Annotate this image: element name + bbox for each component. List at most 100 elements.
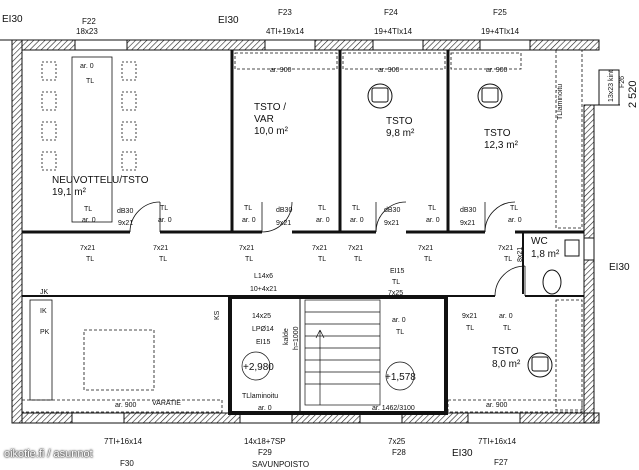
svg-text:h=1000: h=1000 (293, 326, 300, 350)
label-f29-size: 14x18+7SP (244, 437, 286, 446)
svg-text:VARATIE: VARATIE (152, 400, 181, 407)
svg-text:ar. 0: ar. 0 (426, 217, 440, 224)
wc-fixture (542, 239, 580, 295)
room-tsto-98-area: 9,8 m² (386, 128, 415, 139)
conference-table (41, 56, 137, 223)
svg-text:ar. 0: ar. 0 (316, 217, 330, 224)
room-tsto-var-area: 10,0 m² (254, 126, 289, 137)
label-f30: F30 (120, 459, 134, 468)
svg-text:ar. 0: ar. 0 (350, 217, 364, 224)
label-f27: F27 (494, 458, 508, 467)
svg-text:TL: TL (86, 78, 94, 85)
svg-text:ar. 1462/3100: ar. 1462/3100 (372, 405, 415, 412)
room-wc-name: WC (531, 236, 548, 247)
staircase (241, 299, 415, 406)
svg-text:KS: KS (214, 310, 221, 320)
svg-text:7x25: 7x25 (388, 290, 403, 297)
dashed-shelves (21, 49, 583, 413)
svg-text:7x21: 7x21 (153, 245, 168, 252)
svg-text:TL: TL (160, 205, 168, 212)
svg-text:TL: TL (424, 256, 432, 263)
svg-text:TL: TL (244, 205, 252, 212)
svg-text:dB30: dB30 (276, 207, 292, 214)
svg-text:ar. 0: ar. 0 (158, 217, 172, 224)
svg-text:ar. 900: ar. 900 (486, 402, 508, 409)
room-tsto-var-line2: VAR (254, 114, 274, 125)
svg-text:7x21: 7x21 (418, 245, 433, 252)
svg-text:ar. 900: ar. 900 (378, 67, 400, 74)
svg-text:L14x6: L14x6 (254, 273, 273, 280)
svg-text:9x21: 9x21 (118, 220, 133, 227)
room-tsto-80-area: 8,0 m² (492, 359, 521, 370)
office-chairs (367, 83, 553, 378)
label-f25: F25 (493, 8, 507, 17)
label-f23-size: 4TI+19x14 (266, 27, 305, 36)
label-f28-size: 7x25 (388, 437, 406, 446)
interior-walls (21, 50, 584, 423)
svg-text:TL: TL (352, 205, 360, 212)
svg-text:9x21: 9x21 (384, 220, 399, 227)
svg-text:TL: TL (318, 256, 326, 263)
svg-text:8x21: 8x21 (517, 247, 524, 262)
room-tsto-98-name: TSTO (386, 116, 413, 127)
label-f25-size: 19+4TIx14 (481, 27, 520, 36)
svg-text:7x21: 7x21 (80, 245, 95, 252)
exterior-walls (0, 39, 620, 424)
label-f28: F28 (392, 448, 406, 457)
svg-text:PK: PK (40, 329, 50, 336)
svg-text:dB30: dB30 (384, 207, 400, 214)
svg-text:TLlaminoitu: TLlaminoitu (242, 393, 278, 400)
annotations: ar. 0 TL ar. 900 ar. 900 ar. 900 TLlamin… (40, 63, 630, 459)
room-tsto-123-area: 12,3 m² (484, 140, 519, 151)
svg-text:ar. 900: ar. 900 (115, 402, 137, 409)
svg-text:TL: TL (86, 256, 94, 263)
svg-text:ar. 0: ar. 0 (258, 405, 272, 412)
svg-text:TL: TL (466, 325, 474, 332)
svg-text:TL: TL (84, 206, 92, 213)
label-f23: F23 (278, 8, 292, 17)
svg-text:+2,980: +2,980 (243, 362, 274, 373)
room-tsto-var-line1: TSTO / (254, 102, 286, 113)
room-wc-area: 1,8 m² (531, 249, 560, 260)
label-f30-size: 7TI+16x14 (104, 437, 143, 446)
room-neuvottelu-area: 19,1 m² (52, 187, 87, 198)
svg-text:TL: TL (354, 256, 362, 263)
room-tsto-80-name: TSTO (492, 346, 519, 357)
svg-text:dB30: dB30 (460, 207, 476, 214)
svg-text:EI30: EI30 (452, 448, 473, 459)
svg-text:7x21: 7x21 (498, 245, 513, 252)
svg-text:TL: TL (510, 205, 518, 212)
svg-text:IK: IK (40, 308, 47, 315)
svg-text:9x21: 9x21 (276, 220, 291, 227)
label-ei30-left: EI30 (2, 14, 23, 25)
watermark: oikotie.fi / asunnot (4, 448, 93, 460)
svg-text:7x21: 7x21 (312, 245, 327, 252)
label-f26: F26 (619, 76, 626, 88)
label-f27-size: 7TI+16x14 (478, 437, 517, 446)
label-f24: F24 (384, 8, 398, 17)
svg-text:TL: TL (392, 279, 400, 286)
room-tsto-123-name: TSTO (484, 128, 511, 139)
kitchen-unit (29, 299, 155, 401)
svg-text:ar. 0: ar. 0 (392, 317, 406, 324)
svg-text:TL: TL (504, 256, 512, 263)
svg-text:TL: TL (428, 205, 436, 212)
svg-text:TL: TL (318, 205, 326, 212)
label-f24-size: 19+4TIx14 (374, 27, 413, 36)
svg-text:dB30: dB30 (117, 208, 133, 215)
label-ei30-top: EI30 (218, 15, 239, 26)
svg-text:ar. 900: ar. 900 (270, 67, 292, 74)
svg-text:TL: TL (245, 256, 253, 263)
label-f29: F29 (258, 448, 272, 457)
room-neuvottelu-name: NEUVOTTELU/TSTO (52, 175, 149, 186)
label-savunpoisto: SAVUNPOISTO (252, 460, 309, 469)
svg-text:ar. 0: ar. 0 (242, 217, 256, 224)
svg-text:LPØ14: LPØ14 (252, 326, 274, 333)
svg-text:TL: TL (396, 329, 404, 336)
svg-text:7x21: 7x21 (239, 245, 254, 252)
svg-text:TLlaminoitu: TLlaminoitu (557, 84, 564, 120)
svg-text:14x25: 14x25 (252, 313, 271, 320)
svg-text:kalde: kalde (283, 328, 290, 345)
svg-text:TL: TL (159, 256, 167, 263)
